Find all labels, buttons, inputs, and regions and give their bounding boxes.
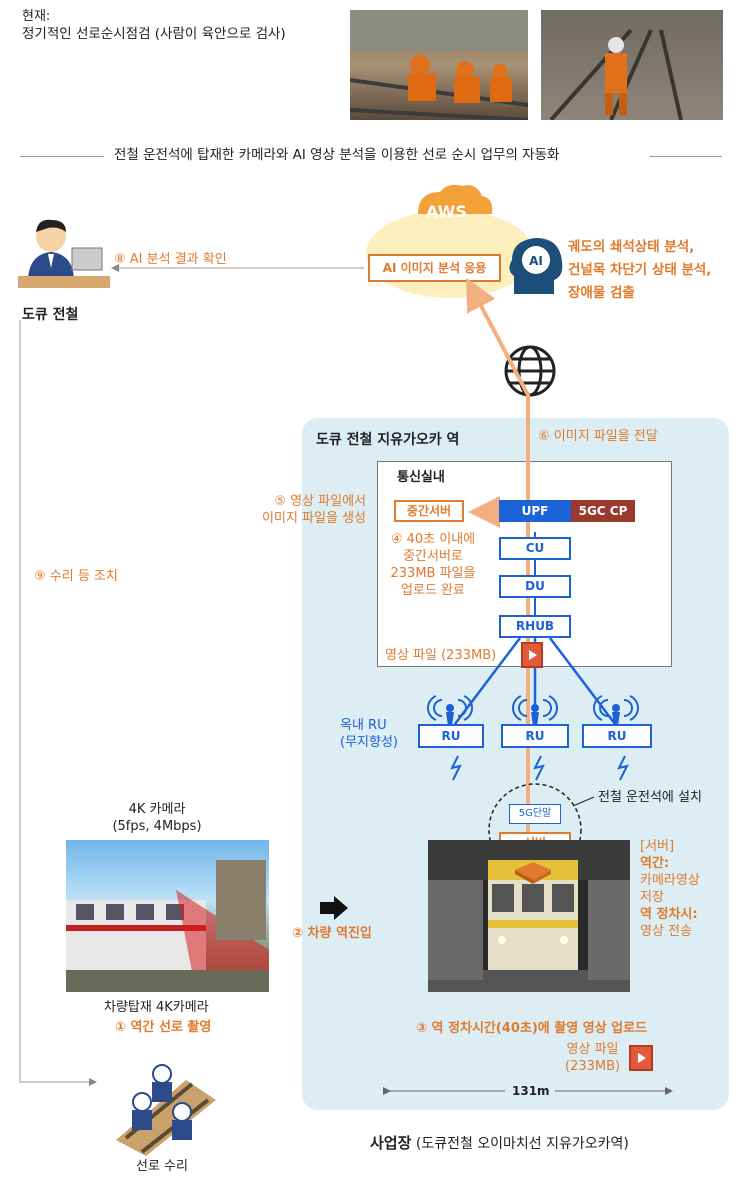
step-6: ⑥ 이미지 파일을 전달 [538, 429, 658, 444]
result-line-3: 장애물 검출 [568, 285, 635, 301]
ru-box-2: RU [501, 724, 569, 748]
headline: 전철 운전석에 탑재한 카메라와 AI 영상 분석을 이용한 선로 순시 업무의… [114, 147, 560, 163]
camera-title-line-1: 4K 카메라 [128, 802, 186, 817]
cu-box: CU [499, 537, 571, 560]
video-file-icon [521, 642, 543, 668]
step-5: ⑤ 영상 파일에서 이미지 파일을 생성 [254, 493, 366, 527]
comm-room-label: 통신실내 [397, 470, 445, 485]
ru-box-1: RU [418, 724, 484, 748]
headline-rule-left [20, 156, 104, 157]
du-box: DU [499, 575, 571, 598]
step-5-line-1: ⑤ 영상 파일에서 [274, 494, 366, 509]
inspection-photo-2 [541, 10, 723, 120]
track-repair-workers-icon [116, 1064, 216, 1156]
site-name: 사업장 [370, 1134, 412, 1152]
video-file-2-label: 영상 파일 (233MB) [565, 1041, 620, 1075]
train-in-station-photo [428, 840, 630, 992]
server-desc-line-3: 카메라영상 [640, 873, 700, 888]
step-8: ⑧ AI 분석 결과 확인 [114, 252, 227, 267]
company-label: 도큐 전철 [22, 307, 79, 323]
indoor-ru-line-2: (무지향성) [340, 735, 398, 750]
ai-analysis-results: 궤도의 쇄석상태 분석, 건널목 차단기 상태 분석, 장애물 검출 [568, 236, 711, 305]
camera-title-line-2: (5fps, 4Mbps) [112, 819, 202, 834]
indoor-ru-label: 옥내 RU (무지향성) [340, 717, 398, 751]
step-5-line-2: 이미지 파일을 생성 [262, 511, 366, 526]
repair-label: 선로 수리 [136, 1159, 188, 1174]
distance-label: 131m [512, 1084, 550, 1098]
operator-at-computer-icon [18, 219, 110, 288]
server-desc-line-4: 저장 [640, 890, 664, 905]
5gc-cp-box: 5GC CP [571, 500, 635, 522]
rhub-box: RHUB [499, 615, 571, 638]
video-file-label: 영상 파일 (233MB) [385, 648, 497, 663]
inspection-photo-1 [350, 10, 528, 120]
5g-terminal-box: 5G단말 [509, 804, 561, 824]
step-4: ④ 40초 이내에 중간서버로 233MB 파일을 업로드 완료 [378, 531, 488, 599]
video-file-icon-2 [629, 1045, 653, 1071]
onboard-camera-photo [66, 840, 269, 992]
station-label: 도큐 전철 지유가오카 역 [316, 432, 460, 448]
current-title: 현재: [22, 9, 51, 24]
video-file-2-line-1: 영상 파일 [566, 1042, 619, 1057]
step-9: ⑨ 수리 등 조치 [34, 569, 118, 584]
server-desc-line-2: 역간: [640, 856, 670, 871]
ai-badge-text: AI [529, 254, 543, 268]
step-4-line-2: 중간서버로 [403, 549, 463, 564]
server-desc-line-5: 역 정차시: [640, 907, 698, 922]
step-2: ② 차량 역진입 [292, 926, 372, 941]
step-4-line-3: 233MB 파일을 [390, 566, 476, 581]
aws-logo: AWS [426, 202, 467, 221]
ai-image-analysis-app: AI 이미지 분석 응용 [368, 254, 501, 282]
step-4-line-1: ④ 40초 이내에 [390, 532, 476, 547]
server-desc-line-1: [서버] [640, 839, 675, 854]
server-description: [서버] 역간: 카메라영상 저장 역 정차시: 영상 전송 [640, 838, 700, 940]
upf-box: UPF [499, 500, 571, 522]
ai-brain-icon: AI [509, 238, 563, 294]
result-line-1: 궤도의 쇄석상태 분석, [568, 239, 695, 255]
result-line-2: 건널목 차단기 상태 분석, [568, 262, 712, 278]
install-note: 전철 운전석에 설치 [598, 790, 702, 805]
step-4-line-4: 업로드 완료 [401, 583, 465, 598]
video-file-2-line-2: (233MB) [565, 1059, 621, 1074]
site-sub: (도큐전철 오이마치선 지유가오카역) [411, 1136, 629, 1152]
headline-rule-right [650, 156, 722, 157]
current-description: 정기적인 선로순시점검 (사람이 육안으로 검사) [22, 26, 286, 42]
step-1: ① 역간 선로 촬영 [115, 1020, 212, 1035]
ru-box-3: RU [582, 724, 652, 748]
camera-caption: 차량탑재 4K카메라 [104, 1000, 209, 1015]
intermediate-server-box: 중간서버 [394, 500, 464, 522]
camera-title: 4K 카메라 (5fps, 4Mbps) [92, 801, 222, 835]
step-3: ③ 역 정차시간(40초)에 촬영 영상 업로드 [416, 1021, 648, 1036]
site-label: 사업장 (도큐전철 오이마치선 지유가오카역) [370, 1135, 629, 1153]
indoor-ru-line-1: 옥내 RU [340, 718, 387, 733]
server-device-icon [515, 862, 551, 884]
server-desc-line-6: 영상 전송 [640, 924, 692, 939]
